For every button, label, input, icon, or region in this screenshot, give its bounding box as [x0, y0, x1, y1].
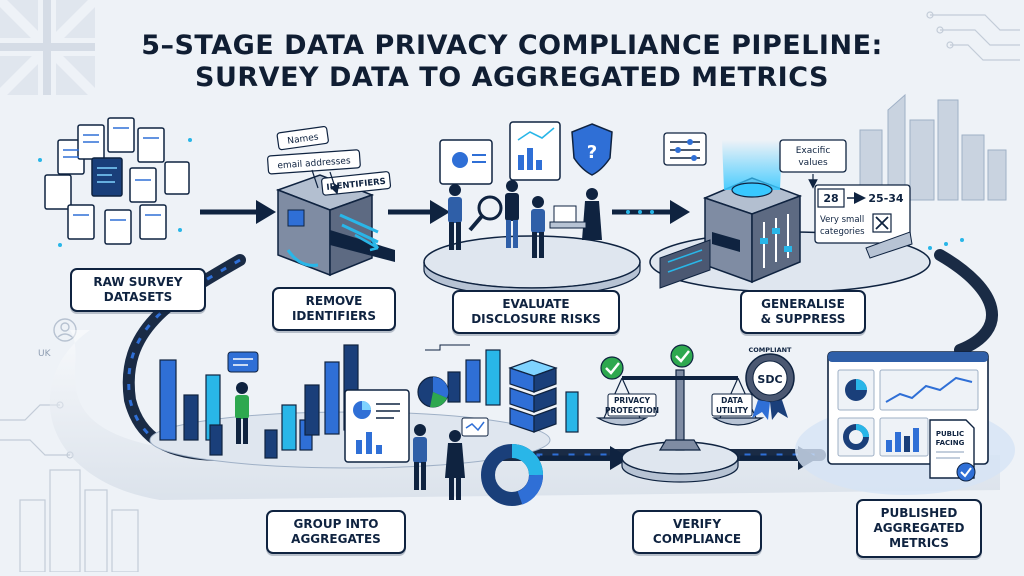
stage-label-line: METRICS [889, 536, 949, 550]
public-facing-document-icon: PUBLIC FACING [929, 419, 976, 482]
stage-label-verify-compliance: VERIFY COMPLIANCE [632, 510, 762, 554]
doc-tag-line1: PUBLIC [936, 430, 964, 438]
stage-label-line: GENERALISE [761, 297, 845, 311]
stage-label-line: PUBLISHED [880, 506, 958, 520]
compliance-seal-icon: SDC COMPLIANT [745, 346, 795, 420]
doc-tag-line2: FACING [936, 439, 965, 447]
generalise-note-1: Very small [820, 215, 864, 225]
seal-top-text: COMPLIANT [749, 346, 793, 354]
generalise-card: Exacific values 28 25-34 Very small cate… [779, 139, 913, 259]
flow-arrow [200, 200, 276, 224]
presenter-person [235, 382, 465, 500]
check-circle-icon [670, 344, 694, 368]
generalise-to-value: 25-34 [868, 192, 904, 205]
stage-label-line: DISCLOSURE RISKS [471, 312, 601, 326]
shield-question-icon: ? [571, 123, 613, 176]
stage-label-line: COMPLIANCE [652, 532, 742, 546]
stage-label-line: AGGREGATES [291, 532, 381, 546]
aggregate-bars [149, 344, 579, 506]
circuit-decoration [0, 11, 1020, 459]
stage-label-line: REMOVE [305, 294, 363, 308]
stage-label-line: DATASETS [103, 290, 173, 304]
stage-label-line: VERIFY [672, 517, 722, 531]
identifier-tag-names: Names [287, 132, 320, 146]
check-circle-icon [600, 356, 624, 380]
pie-chart-icon [417, 376, 449, 408]
pipeline-ribbon-return [934, 249, 998, 356]
compliance-scale: PRIVACY PROTECTION DATA UTILITY SDC COMP… [595, 344, 795, 483]
stage-label-group-aggregates: GROUP INTO AGGREGATES [266, 510, 406, 554]
generalise-from-value: 28 [823, 192, 838, 205]
seal-center-text: SDC [757, 373, 782, 386]
report-board [344, 389, 410, 463]
stage-label-line: IDENTIFIERS [291, 309, 377, 323]
uk-flag-decoration [0, 0, 99, 99]
risk-evaluation-platform: ? [423, 121, 654, 297]
stage-label-line: AGGREGATED [873, 521, 965, 535]
stage-label-published-metrics: PUBLISHED AGGREGATED METRICS [856, 499, 982, 558]
scale-right-line1: DATA [721, 396, 743, 405]
stage-label-line: GROUP INTO [293, 517, 379, 531]
scale-left-line2: PROTECTION [605, 406, 659, 415]
generalise-heading-1: Exacific [796, 146, 831, 156]
stacked-blocks [508, 359, 558, 433]
scale-left-line1: PRIVACY [614, 396, 651, 405]
flow-arrow [540, 446, 630, 470]
svg-text:?: ? [587, 142, 597, 163]
stage-label-line: RAW SURVEY [93, 275, 183, 289]
flow-arrow [388, 200, 450, 224]
generalise-note-2: categories [820, 227, 865, 237]
stage-label-remove-identifiers: REMOVE IDENTIFIERS [272, 287, 396, 331]
generalise-machine: Exacific values 28 25-34 Very small cate… [649, 132, 964, 293]
stage-label-raw-datasets: RAW SURVEY DATASETS [70, 268, 206, 312]
corner-text: UK [38, 349, 52, 359]
stage-label-line: & SUPPRESS [760, 312, 846, 326]
published-dashboard: PUBLIC FACING [795, 351, 1015, 495]
raw-datasets-illustration [38, 117, 192, 247]
slider-panel [663, 132, 707, 166]
scale-right-line2: UTILITY [716, 406, 749, 415]
stage-label-line: EVALUATE [502, 297, 570, 311]
page-title-line2: SURVEY DATA TO AGGREGATED METRICS [195, 62, 829, 93]
city-skyline-right [859, 93, 1007, 201]
identifier-tags: Names email addresses IDENTIFIERS [267, 125, 392, 195]
generalise-heading-2: values [798, 158, 828, 168]
stage-label-generalise-suppress: GENERALISE & SUPPRESS [740, 290, 866, 334]
page-title-line1: 5–STAGE DATA PRIVACY COMPLIANCE PIPELINE… [141, 30, 883, 61]
donut-chart-icon [481, 444, 543, 506]
analyst-person [448, 180, 602, 258]
stage-label-evaluate-risks: EVALUATE DISCLOSURE RISKS [452, 290, 620, 334]
